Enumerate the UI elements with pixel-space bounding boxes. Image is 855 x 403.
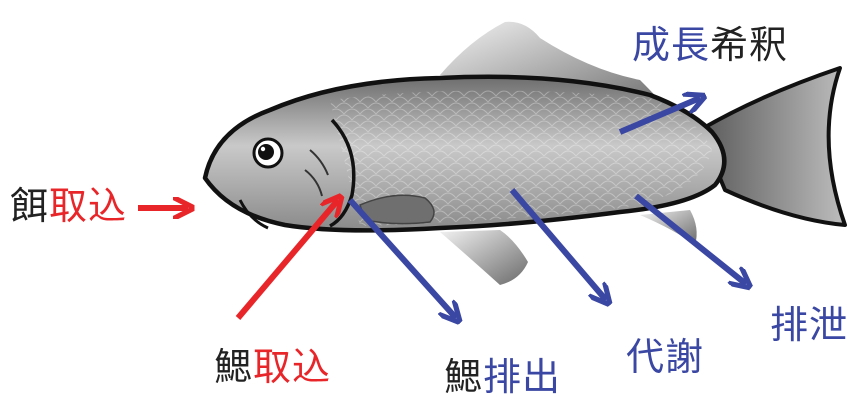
label-gill-excretion: 鰓排出	[444, 358, 561, 396]
label-growth-dilution: 成長希釈	[632, 26, 788, 64]
label-gill-intake: 鰓取込	[214, 348, 331, 386]
label-feed-intake-prefix: 餌	[10, 184, 49, 228]
label-gill-intake-prefix: 鰓	[214, 345, 253, 389]
label-gill-excretion-suffix: 排出	[483, 355, 561, 399]
label-excretion: 排泄	[770, 306, 848, 344]
label-growth-dilution-prefix: 成長	[632, 23, 710, 67]
arrow-excretion	[636, 196, 746, 284]
label-gill-intake-suffix: 取込	[253, 345, 331, 389]
label-gill-excretion-prefix: 鰓	[444, 355, 483, 399]
label-metabolism: 代謝	[626, 338, 704, 376]
label-growth-dilution-suffix: 希釈	[710, 23, 788, 67]
label-feed-intake: 餌取込	[10, 187, 127, 225]
label-feed-intake-suffix: 取込	[49, 184, 127, 228]
pelvic-fin	[440, 230, 528, 285]
